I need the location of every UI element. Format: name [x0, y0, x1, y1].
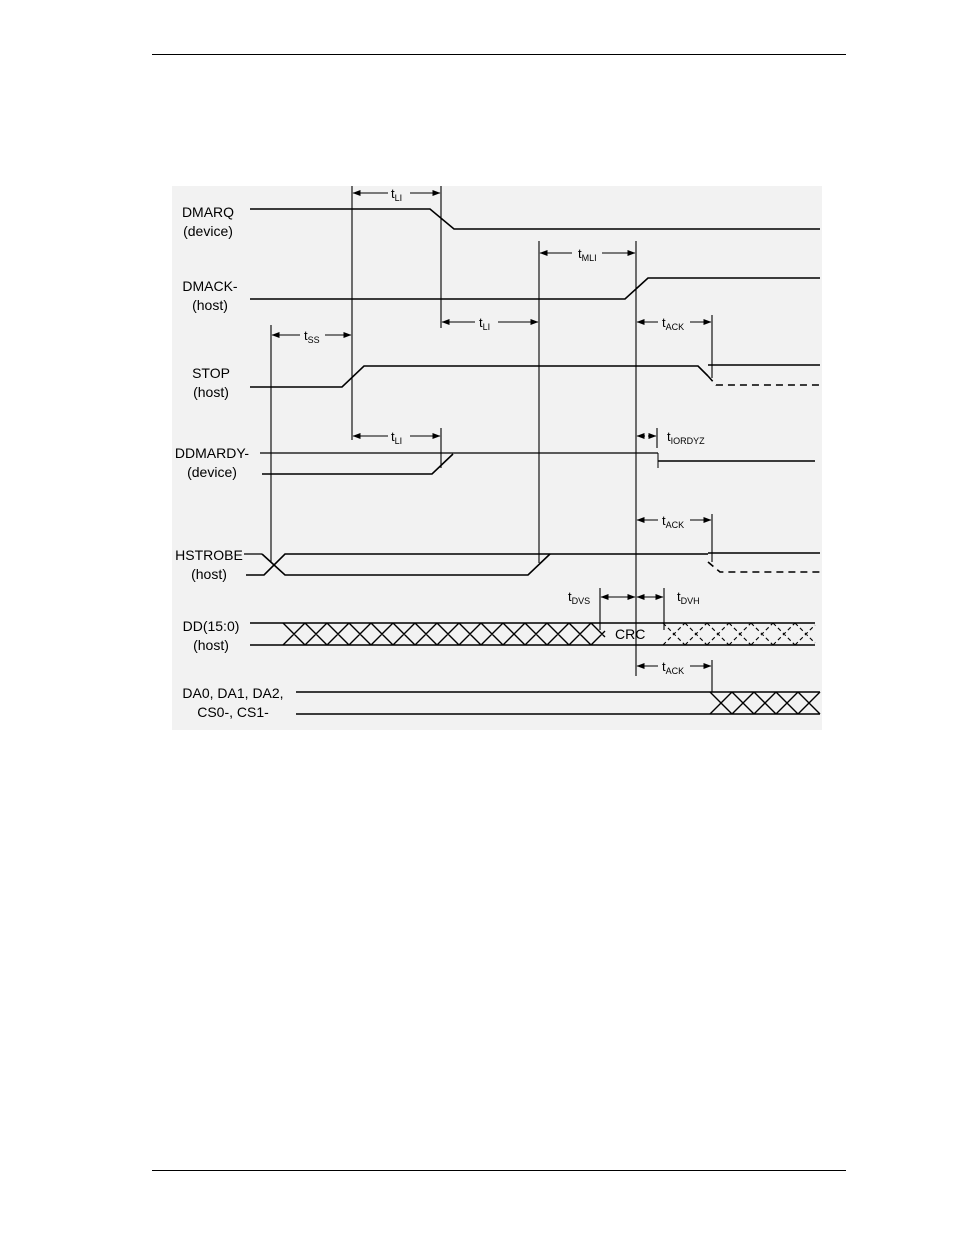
hstrobe-waveform-dashed: [707, 561, 820, 573]
dmarq-sublabel: (device): [183, 223, 233, 239]
tmli-label: tMLI: [578, 246, 597, 263]
tiordyz-label: tIORDYZ: [667, 429, 705, 446]
da-sublabel: CS0-, CS1-: [197, 704, 269, 720]
diagram-background: [172, 186, 822, 730]
crc-label: CRC: [615, 626, 645, 642]
tdvh-label: tDVH: [677, 589, 700, 606]
tack-3-label: tACK: [662, 659, 684, 676]
dmack-sublabel: (host): [192, 297, 228, 313]
hstrobe-waveform-low: [261, 553, 551, 576]
dd-data-crosshatch: [282, 622, 606, 646]
da-label: DA0, DA1, DA2,: [182, 685, 283, 701]
tli-low-label: tLI: [391, 429, 402, 446]
dmarq-waveform: [250, 208, 820, 230]
tack-1-label: tACK: [662, 315, 684, 332]
tack-2-label: tACK: [662, 513, 684, 530]
stop-waveform-dashed: [707, 375, 820, 386]
header-rule: [152, 54, 846, 55]
stop-sublabel: (host): [193, 384, 229, 400]
tli-top-label: tLI: [391, 186, 402, 203]
tss-label: tSS: [304, 328, 320, 345]
da-crosshatch: [709, 691, 821, 715]
tdvs-label: tDVS: [568, 589, 590, 606]
dd-invalid-crosshatch: [662, 622, 816, 646]
dd-label: DD(15:0): [183, 618, 240, 634]
tli-mid-label: tLI: [479, 315, 490, 332]
ddmardy-label: DDMARDY-: [175, 445, 249, 461]
footer-rule: [152, 1170, 846, 1171]
stop-waveform: [250, 365, 709, 388]
dmarq-label: DMARQ: [182, 204, 234, 220]
ddmardy-sublabel: (device): [187, 464, 237, 480]
ddmardy-waveform-low: [262, 453, 454, 475]
hstrobe-sublabel: (host): [191, 566, 227, 582]
hstrobe-label: HSTROBE: [175, 547, 243, 563]
dmack-label: DMACK-: [182, 278, 238, 294]
dd-sublabel: (host): [193, 637, 229, 653]
stop-label: STOP: [192, 365, 230, 381]
